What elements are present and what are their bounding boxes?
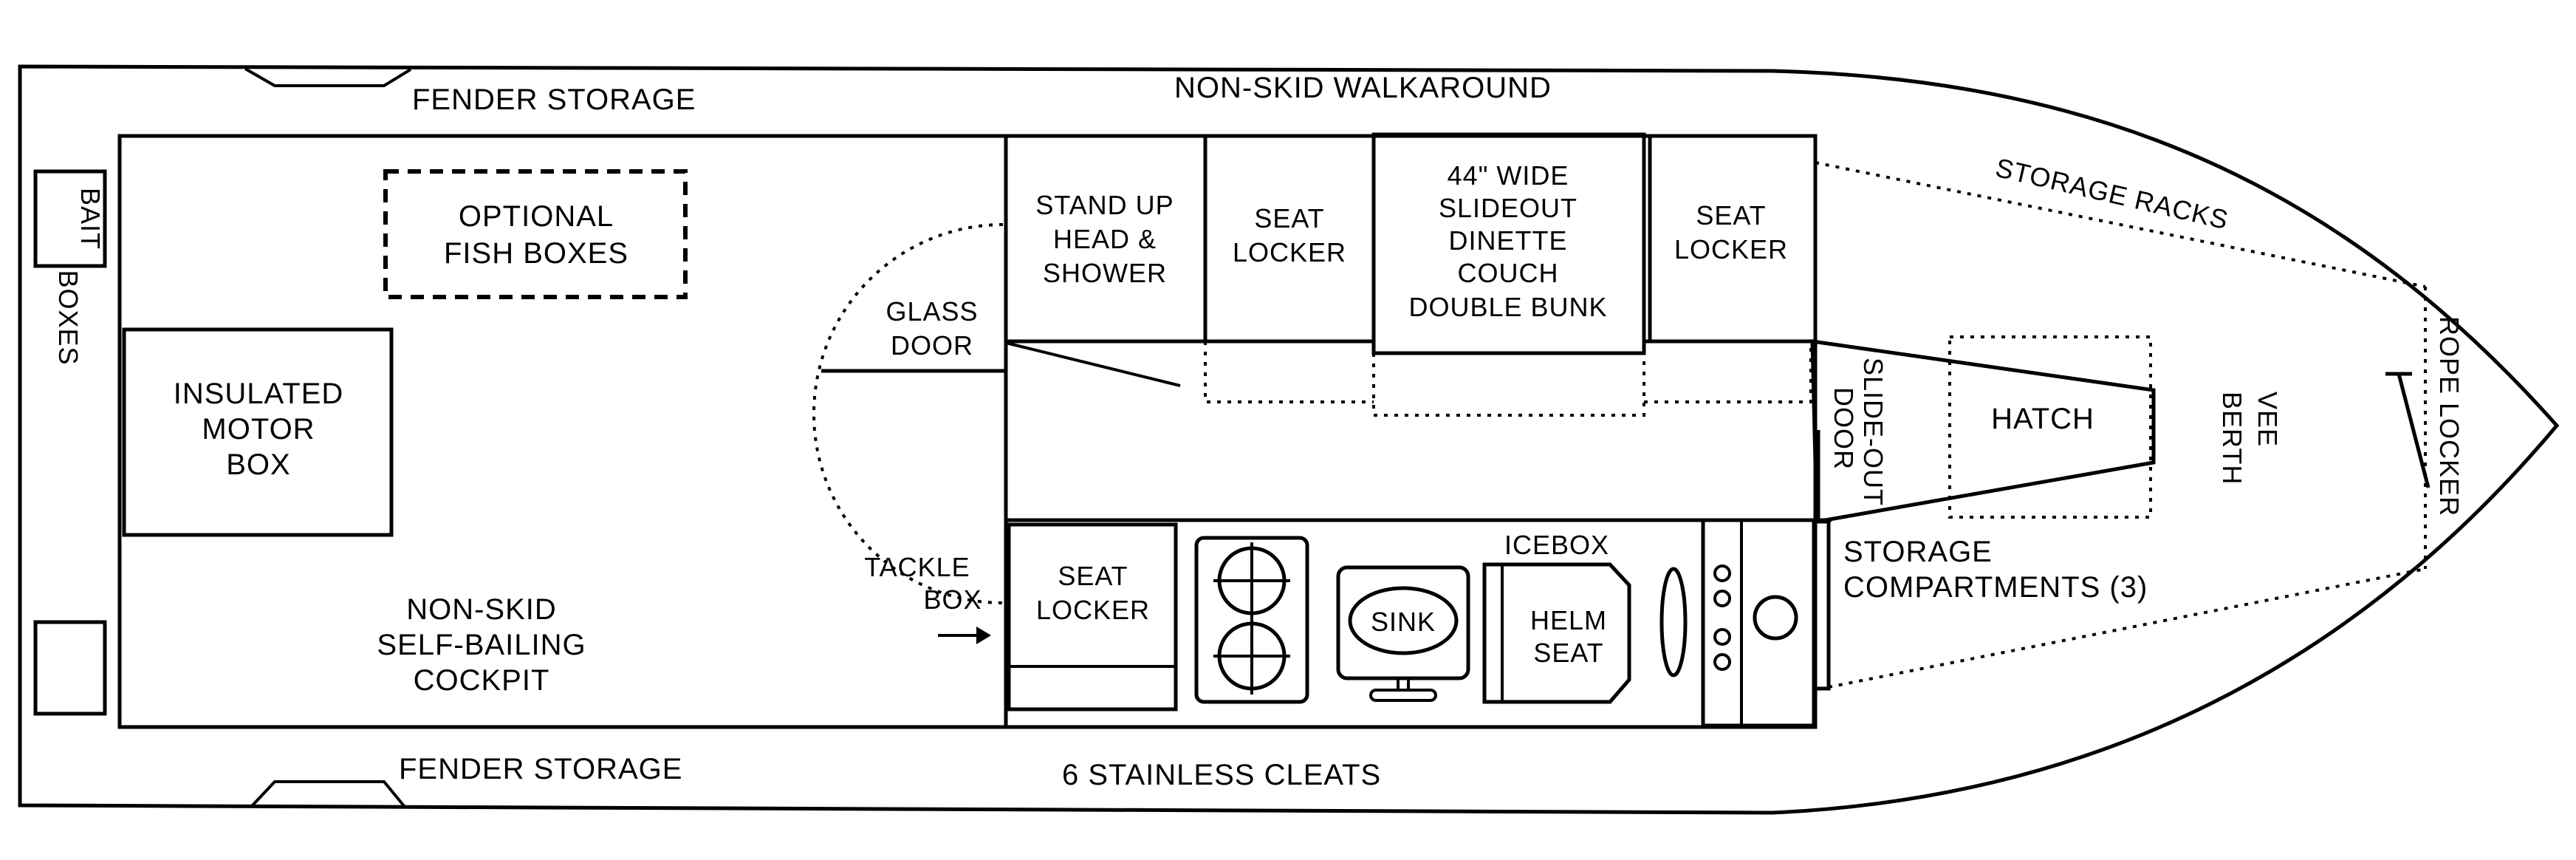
storage-compartments-label-2: COMPARTMENTS (3)	[1843, 571, 2148, 604]
storage-compartments-label-1: STORAGE	[1843, 536, 1993, 568]
seat-locker-forward-label-2: LOCKER	[1674, 234, 1788, 265]
dinette-label-5: DOUBLE BUNK	[1408, 292, 1607, 322]
rope-locker-label: ROPE LOCKER	[2434, 316, 2464, 516]
fender-notch-top	[244, 67, 412, 87]
bait-box	[33, 169, 107, 268]
sink-basin	[1348, 586, 1459, 655]
hatch-label: HATCH	[1991, 403, 2094, 435]
glass-door-label-1: GLASS	[886, 296, 978, 327]
fender-notch-bottom	[250, 780, 406, 808]
seat-locker-galley-label-1: SEAT	[1058, 561, 1128, 591]
optional-fish-boxes	[383, 169, 688, 299]
bait-label: BAIT	[75, 188, 106, 250]
fish-boxes-label-2: FISH BOXES	[444, 237, 628, 270]
vee-berth	[1810, 339, 2156, 524]
hatch	[1948, 335, 2152, 519]
fish-boxes-label-1: OPTIONAL	[459, 200, 614, 233]
boxes-label: BOXES	[53, 270, 83, 365]
seat-locker-cabin-label-1: SEAT	[1254, 203, 1324, 233]
non-skid-walkaround-label: NON-SKID WALKAROUND	[1174, 72, 1552, 104]
cockpit-label-3: COCKPIT	[414, 664, 550, 697]
dinette-label-3: DINETTE	[1448, 225, 1567, 256]
galley-seat-locker	[1007, 522, 1178, 711]
bait-box-lower	[33, 620, 107, 716]
vee-label: VEE	[2253, 392, 2283, 447]
compass	[1753, 595, 1798, 641]
fender-storage-top-label: FENDER STORAGE	[412, 83, 696, 116]
sink-label: SINK	[1371, 607, 1436, 637]
steering-wheel	[1659, 567, 1688, 678]
cockpit-label-2: SELF-BAILING	[377, 629, 586, 661]
helm-seat-label-2: SEAT	[1533, 638, 1603, 668]
stove	[1194, 536, 1309, 704]
slide-out-door-label: DOOR	[1829, 387, 1859, 470]
fender-storage-bottom-label: FENDER STORAGE	[399, 753, 682, 785]
seat-locker-galley-label-2: LOCKER	[1036, 595, 1150, 625]
seat-locker-forward-label-1: SEAT	[1696, 200, 1766, 231]
storage-racks-line	[1815, 161, 2426, 288]
sink-cabinet	[1336, 565, 1470, 680]
tackle-box-label-1: TACKLE	[864, 552, 970, 582]
helm-seat	[1482, 562, 1631, 704]
seat-locker-cabin-label-2: LOCKER	[1233, 237, 1346, 267]
motor-box-label-3: BOX	[226, 448, 290, 481]
helm-seat-label-1: HELM	[1530, 605, 1607, 635]
motor-box-label-2: MOTOR	[202, 413, 315, 446]
head-label-3: SHOWER	[1043, 258, 1167, 288]
head-label-1: STAND UP	[1035, 190, 1174, 220]
dinette-box	[1371, 132, 1646, 355]
tackle-box-label-2: BOX	[923, 584, 982, 615]
dinette-label-2: SLIDEOUT	[1439, 193, 1578, 223]
dinette-label-4: COUCH	[1458, 258, 1559, 288]
insulated-motor-box	[122, 327, 394, 537]
head-door	[1005, 341, 1181, 387]
glass-door-label-2: DOOR	[891, 330, 973, 361]
icebox-label: ICEBOX	[1504, 530, 1609, 560]
motor-box-label-1: INSULATED	[174, 378, 344, 410]
berth-label: BERTH	[2217, 392, 2247, 485]
cockpit-label-1: NON-SKID	[406, 593, 557, 626]
slide-out-label: SLIDE-OUT	[1858, 358, 1888, 506]
hull-outline	[18, 64, 2560, 815]
dinette-label-1: 44" WIDE	[1448, 160, 1569, 191]
head-label-2: HEAD &	[1053, 224, 1157, 254]
stainless-cleats-label: 6 STAINLESS CLEATS	[1062, 759, 1381, 791]
storage-compartments-line	[1828, 567, 2426, 689]
